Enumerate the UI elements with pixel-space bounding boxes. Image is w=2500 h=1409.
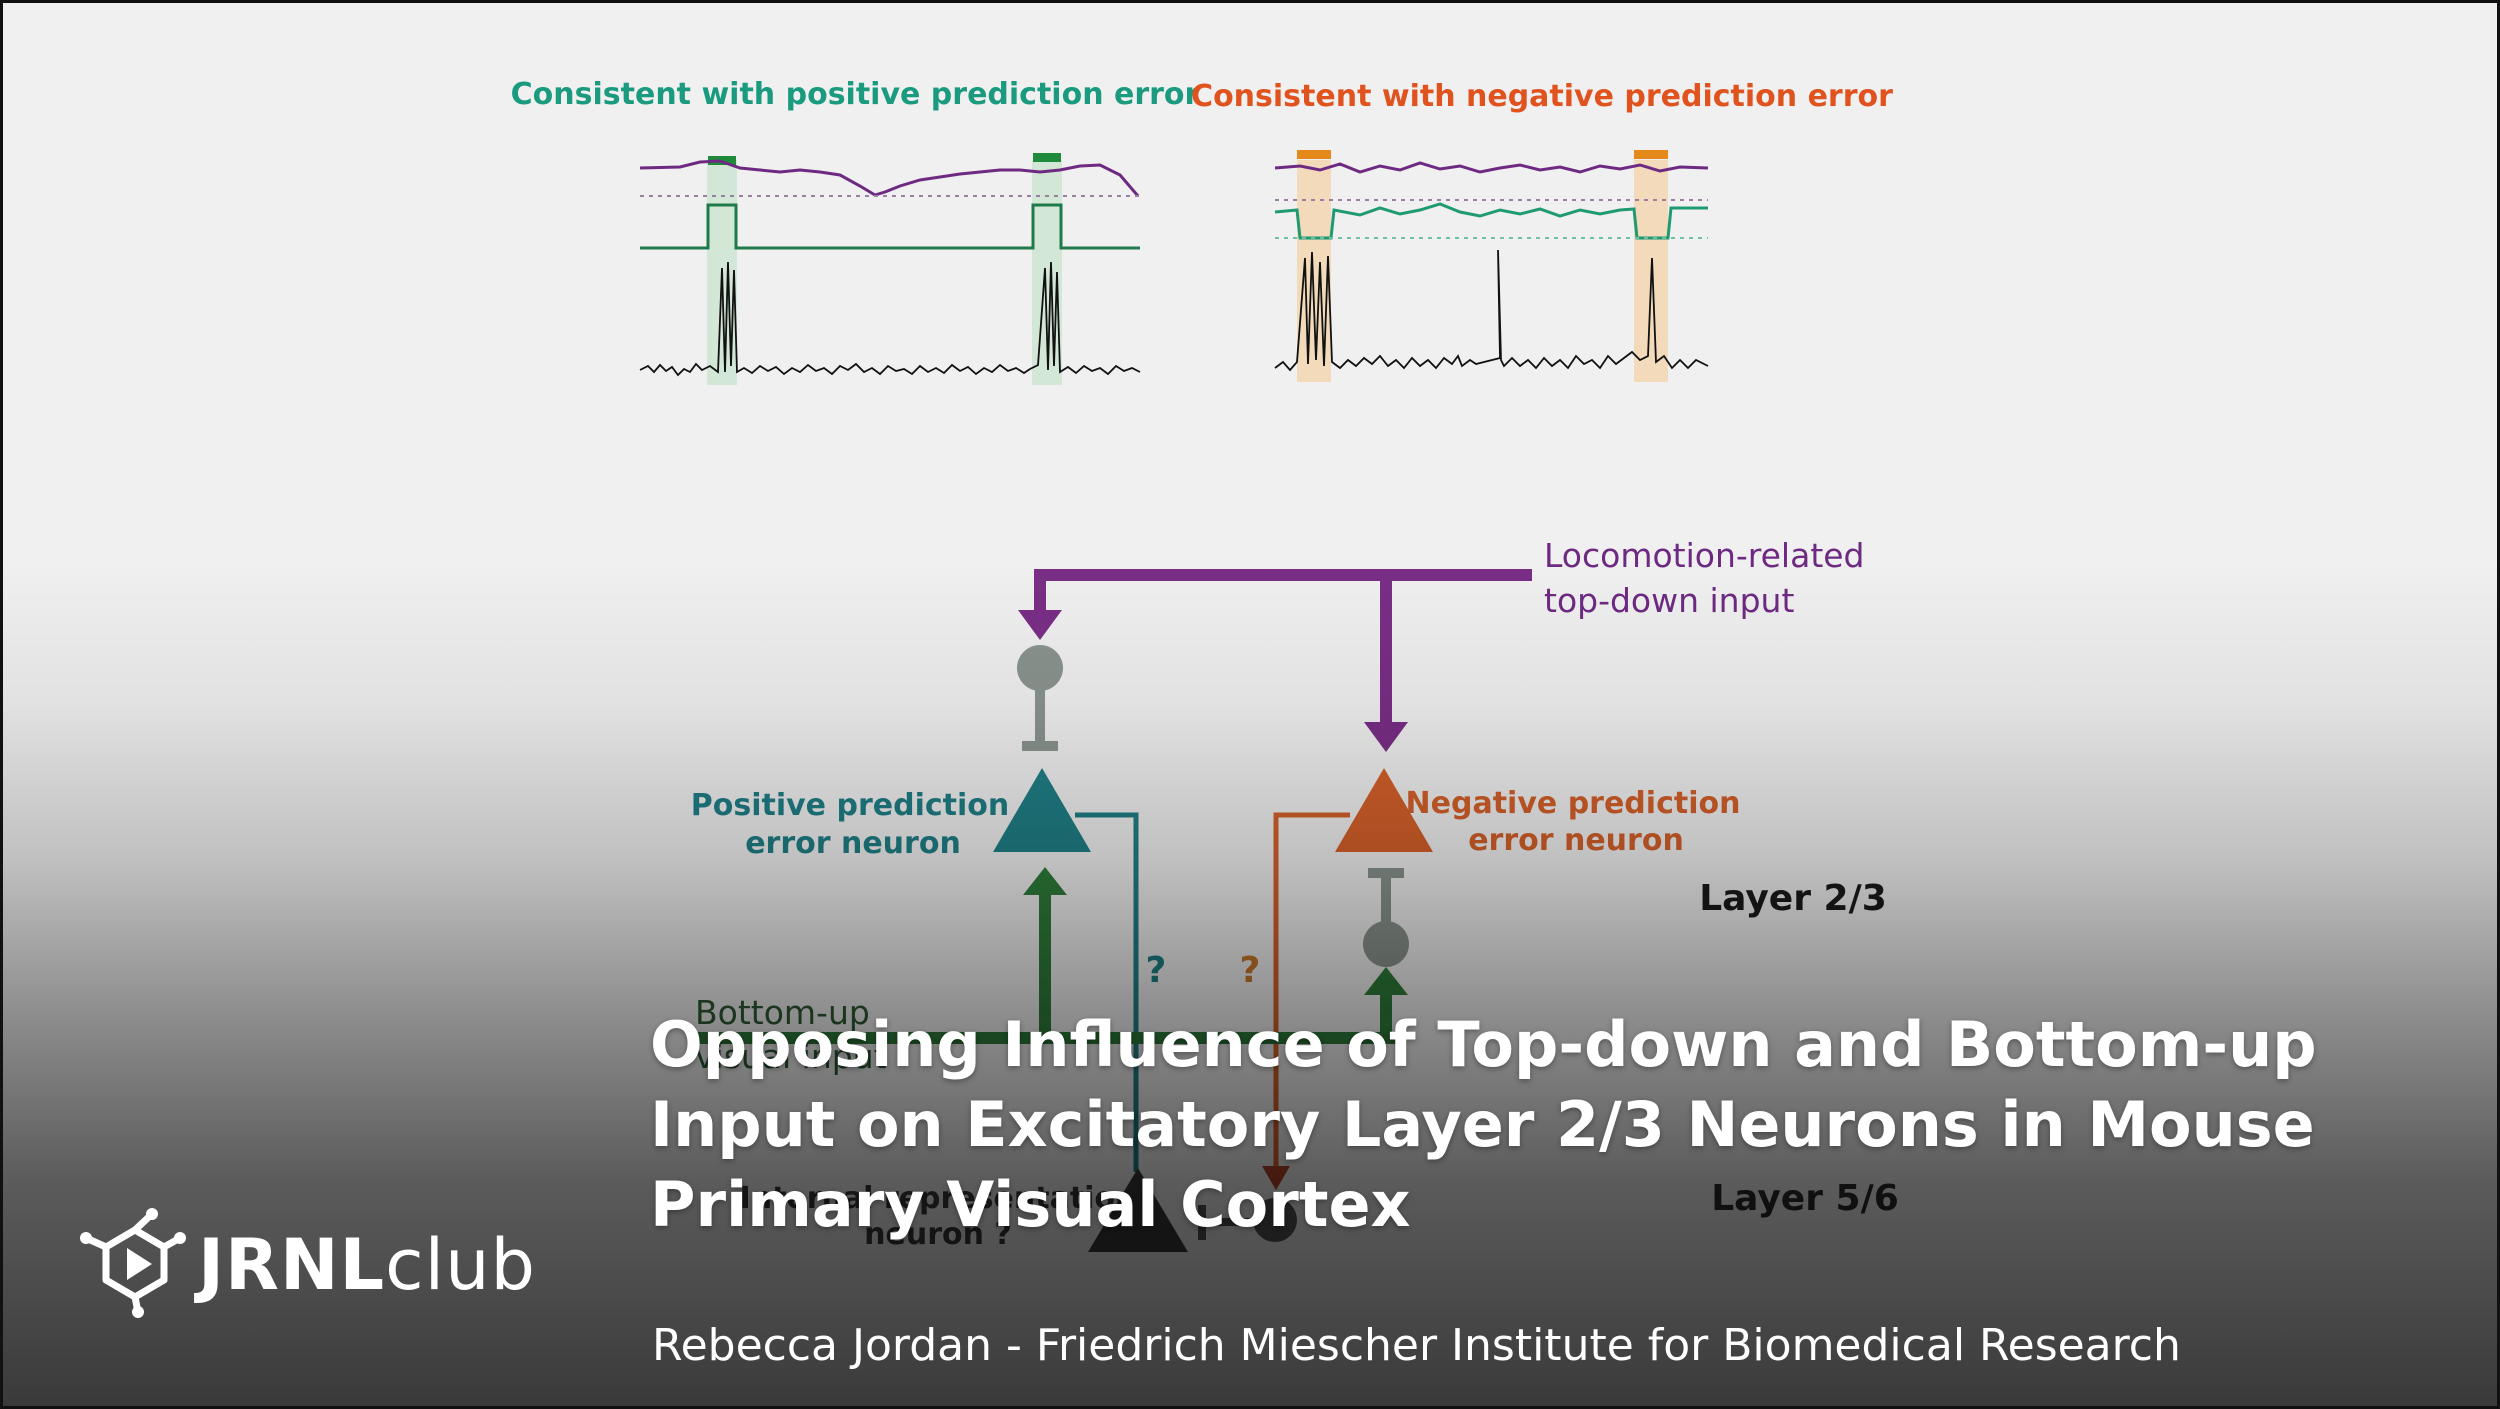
stimulus-shade: [1297, 160, 1331, 382]
topdown-label-line2: top-down input: [1544, 581, 1794, 620]
stimulus-marker: [1033, 153, 1061, 162]
negative-panel-label: Consistent with negative prediction erro…: [1191, 79, 1893, 114]
positive-panel-label: Consistent with positive prediction erro…: [511, 77, 1200, 112]
positive-neuron-label-line1: Positive prediction: [691, 788, 1009, 823]
video-title: Opposing Influence of Top-down and Botto…: [650, 1008, 2317, 1241]
jrnlclub-logo: JRNLclub: [80, 1208, 540, 1324]
topdown-label-line1: Locomotion-related: [1544, 536, 1865, 575]
orange-question-mark: ?: [1240, 950, 1261, 991]
brand-wordmark: JRNLclub: [198, 1220, 536, 1310]
brand-light: club: [385, 1224, 536, 1306]
positive-neuron-label-line2: error neuron: [745, 826, 961, 861]
layer-23-label: Layer 2/3: [1699, 878, 1887, 919]
stimulus-marker: [1297, 150, 1331, 159]
arrowhead: [1364, 722, 1408, 752]
speaker-affiliation: Rebecca Jordan - Friedrich Miescher Inst…: [652, 1320, 2181, 1371]
arrowhead: [1018, 610, 1062, 640]
interneuron-soma: [1363, 921, 1409, 967]
topdown-pathway: [1034, 569, 1532, 615]
molecule-play-icon: [80, 1208, 186, 1318]
positive-panel: Consistent with positive prediction erro…: [511, 77, 1200, 385]
interneuron-soma: [1017, 645, 1063, 691]
negative-panel: Consistent with negative prediction erro…: [1191, 79, 1893, 382]
brand-bold: JRNL: [198, 1224, 386, 1306]
negative-neuron-label-line1: Negative prediction: [1406, 786, 1741, 821]
negative-neuron-label-line2: error neuron: [1468, 823, 1684, 858]
teal-question-mark: ?: [1146, 950, 1167, 991]
stimulus-marker: [1634, 150, 1668, 159]
arrowhead: [1364, 967, 1408, 995]
arrowhead: [1023, 867, 1067, 895]
